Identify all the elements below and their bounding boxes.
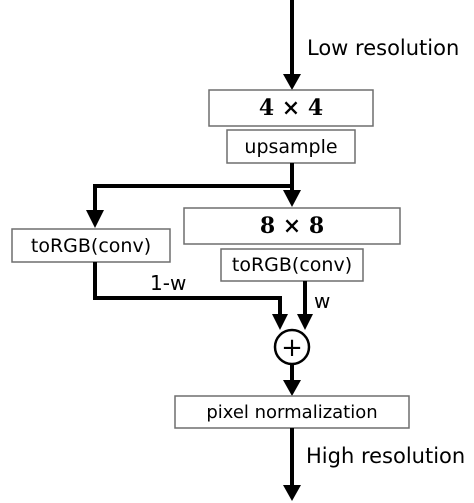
weight-right-label: w (314, 289, 330, 313)
high-res-block-label: 8 × 8 (260, 213, 324, 239)
torgb-left-label: toRGB(conv) (31, 235, 151, 257)
torgb-right-block (220, 248, 364, 282)
branch-left-arrowhead (86, 210, 104, 228)
pixel-norm-label: pixel normalization (206, 402, 377, 423)
torgb-left-block (11, 228, 171, 263)
adder-output-arrowhead (283, 380, 301, 396)
high-res-block (183, 207, 401, 245)
left-to-adder-arrowhead (272, 314, 288, 330)
weight-left-label: 1-w (150, 271, 186, 295)
output-label: High resolution (306, 444, 465, 468)
input-arrowhead (283, 74, 301, 90)
upsample-label: upsample (244, 136, 337, 158)
left-to-adder-wire (93, 262, 282, 316)
output-arrowhead (283, 485, 301, 501)
adder-symbol: + (281, 333, 303, 363)
input-label: Low resolution (307, 36, 459, 60)
right-to-adder-arrowhead (297, 314, 313, 330)
low-res-block-label: 4 × 4 (259, 95, 323, 121)
branch-right-arrowhead (283, 190, 301, 207)
torgb-right-label: toRGB(conv) (232, 254, 352, 276)
upsample-block (226, 129, 356, 164)
low-res-block (208, 89, 374, 127)
branch-left-wire (93, 184, 292, 212)
